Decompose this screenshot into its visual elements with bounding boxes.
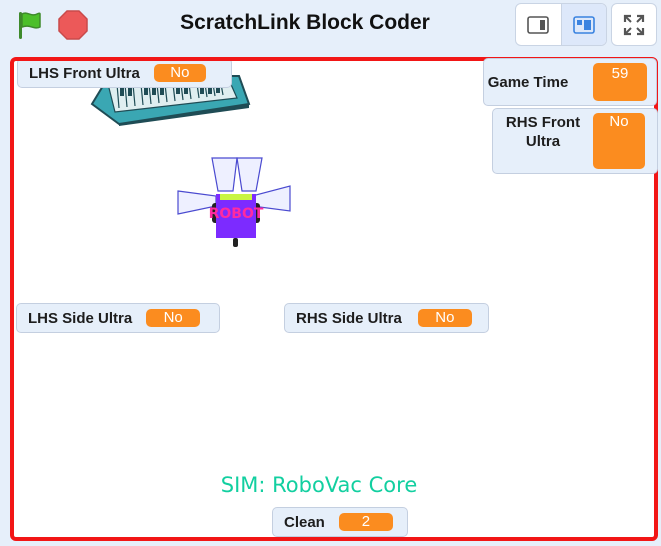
green-flag-icon[interactable] <box>12 8 46 42</box>
stage-size-toggle <box>515 3 607 46</box>
monitor-label: LHS Side Ultra <box>28 309 133 327</box>
monitor-value: No <box>146 309 201 327</box>
stop-icon[interactable] <box>56 8 90 42</box>
top-bar: ScratchLink Block Coder <box>0 0 661 50</box>
monitor-label: RHS Front Ultra <box>505 114 581 150</box>
monitor-value: 59 <box>593 63 647 101</box>
monitor-value: No <box>417 309 472 327</box>
monitor-value: 2 <box>338 513 393 531</box>
monitor-label: Clean <box>284 513 325 531</box>
monitor-value: No <box>593 113 645 169</box>
robovac-sprite[interactable]: ROBOT <box>174 156 294 256</box>
monitor-lhs-side-ultra: LHS Side Ultra No <box>16 303 220 333</box>
monitor-rhs-side-ultra: RHS Side Ultra No <box>284 303 489 333</box>
svg-text:ROBOT: ROBOT <box>209 206 264 222</box>
sim-label: SIM: RoboVac Core <box>220 473 418 497</box>
fullscreen-icon[interactable] <box>611 3 657 46</box>
large-stage-icon[interactable] <box>560 4 606 45</box>
monitor-game-time: Game Time 59 <box>483 58 657 106</box>
monitor-label: RHS Side Ultra <box>296 309 402 327</box>
small-stage-icon[interactable] <box>516 4 561 45</box>
monitor-label: Game Time <box>487 73 569 91</box>
app-title: ScratchLink Block Coder <box>180 11 430 34</box>
monitor-lhs-front-ultra: LHS Front Ultra No <box>17 61 232 88</box>
monitor-rhs-front-ultra: RHS Front Ultra No <box>492 108 658 174</box>
monitor-value: No <box>153 64 206 82</box>
monitor-clean: Clean 2 <box>272 507 408 537</box>
monitor-label: LHS Front Ultra <box>29 64 140 82</box>
